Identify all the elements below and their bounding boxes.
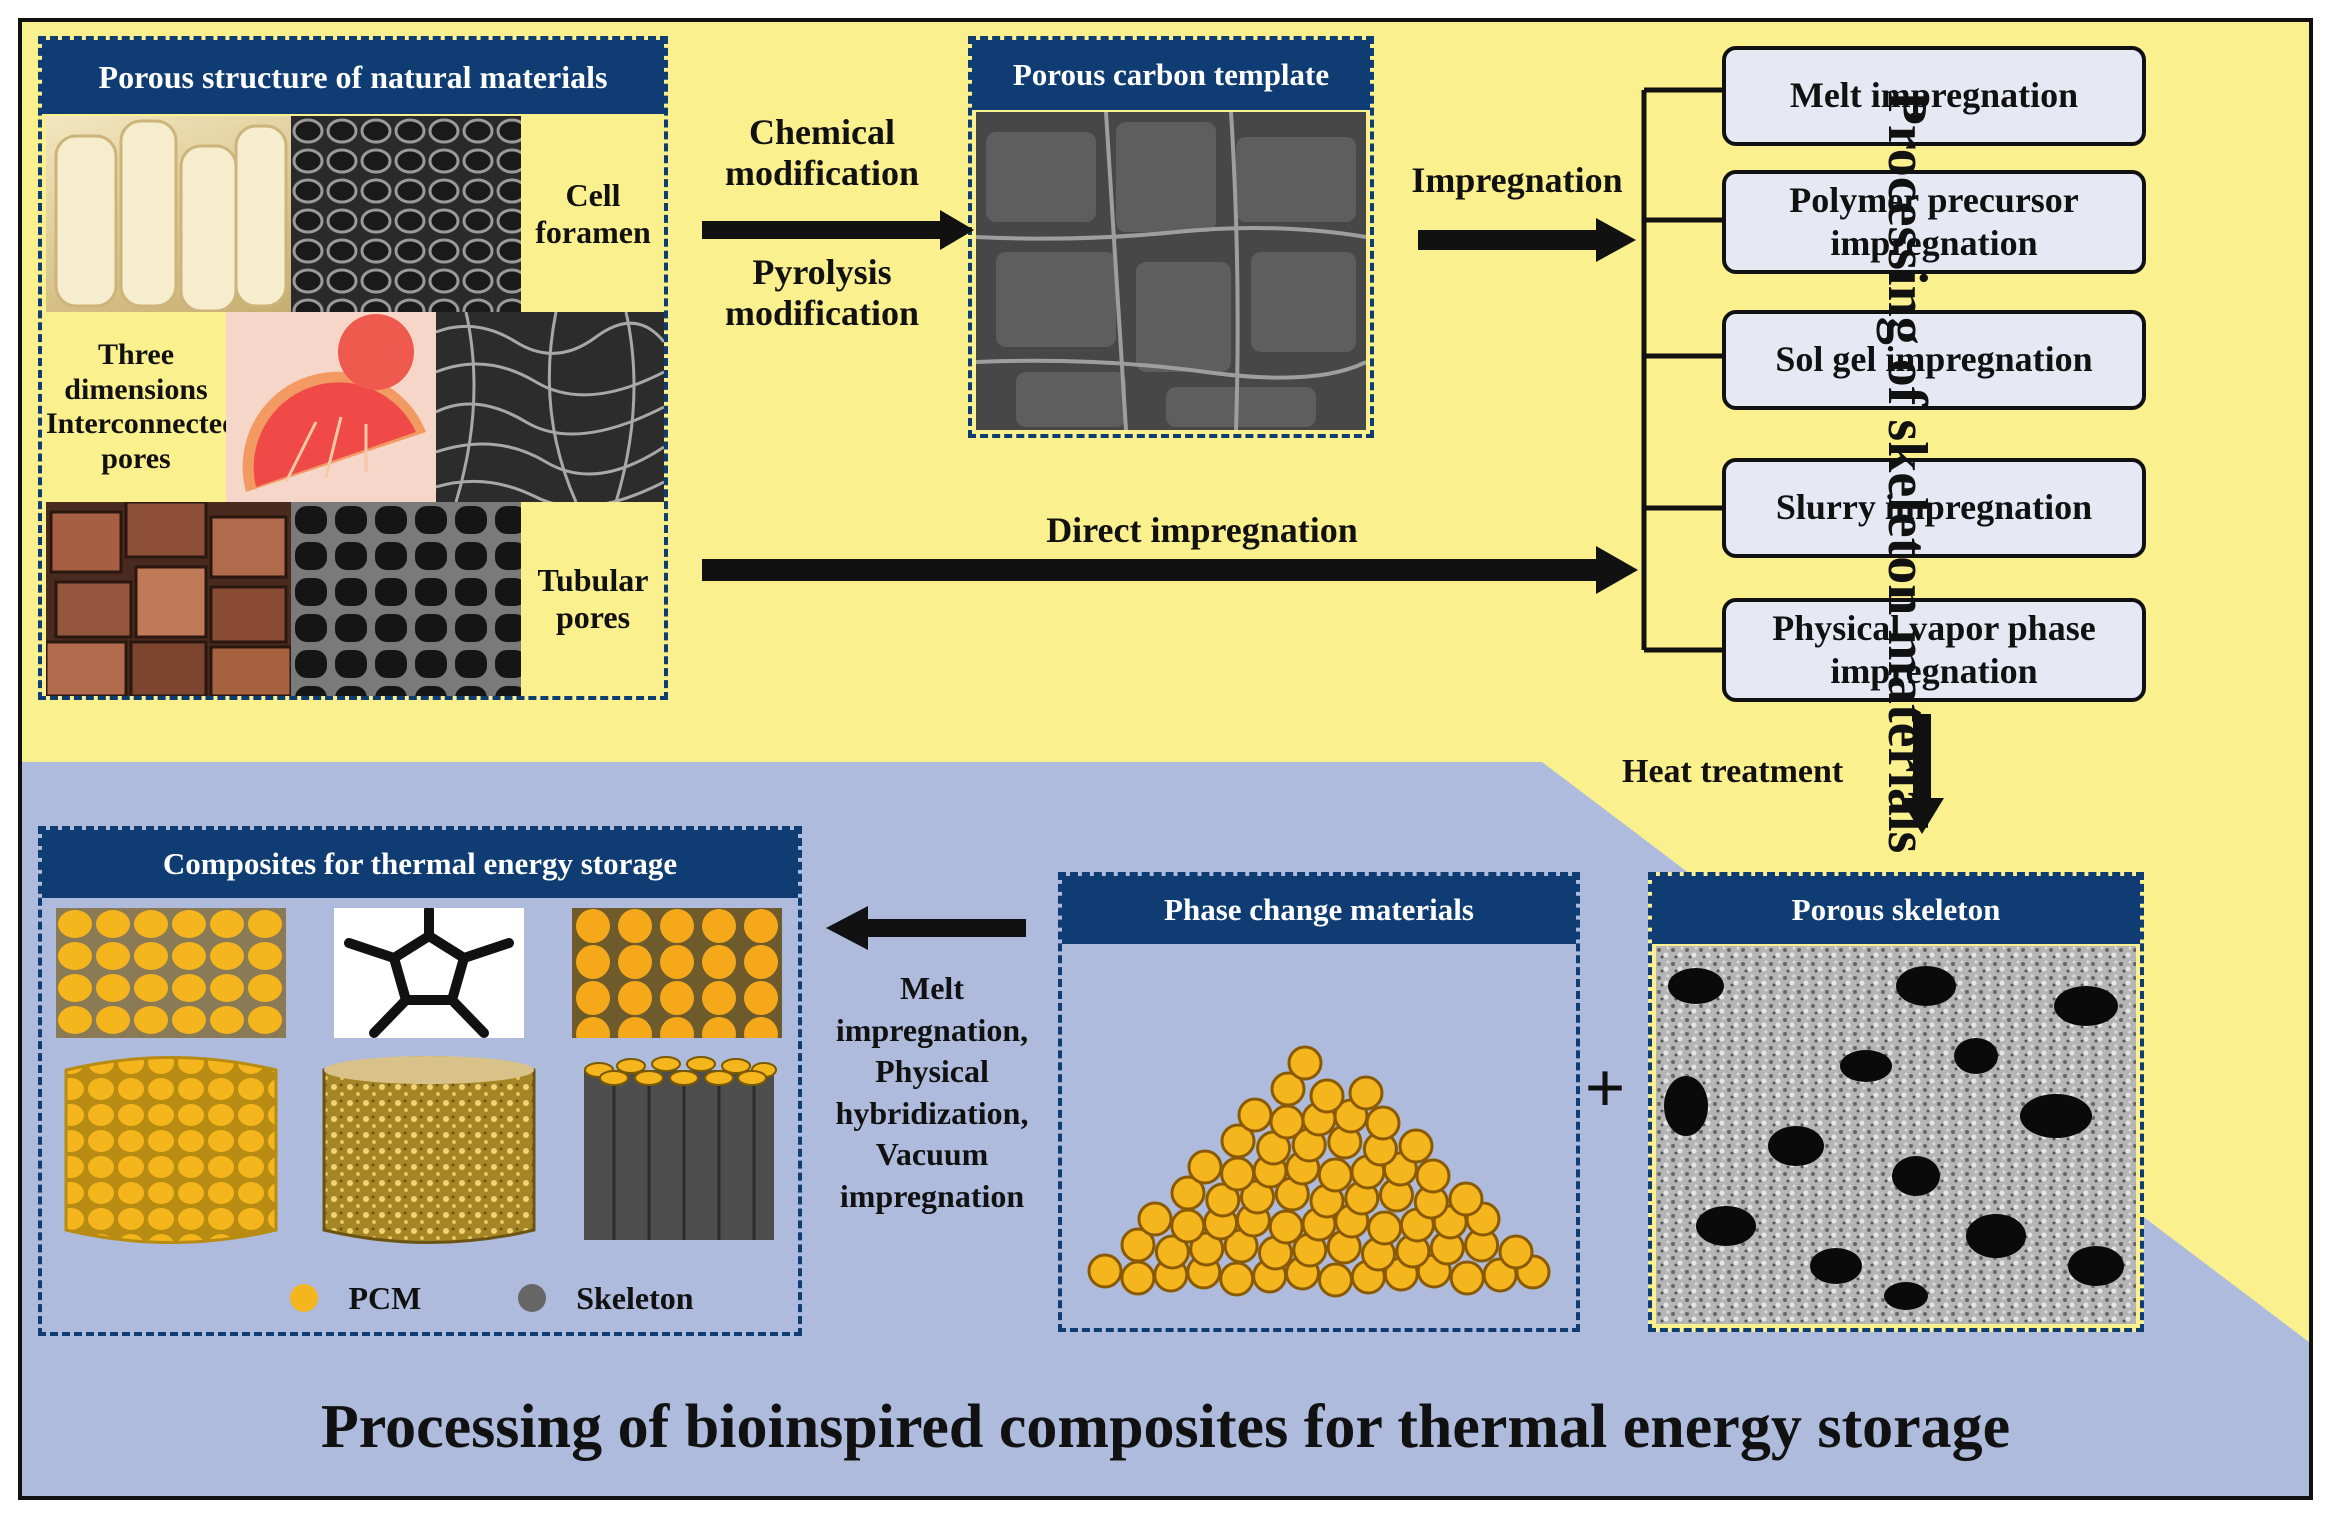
natural-materials-title: Porous structure of natural materials xyxy=(42,40,664,114)
pcm-sphere xyxy=(1269,1104,1305,1140)
modification-arrowhead xyxy=(940,210,974,250)
direct-impregnation-arrowhead xyxy=(1596,546,1638,594)
composite-cylinder-3 xyxy=(584,1056,777,1240)
interconnected-sem xyxy=(436,312,664,502)
pcm-sphere xyxy=(1415,1158,1451,1194)
pcm-sphere xyxy=(1170,1208,1206,1244)
melt-methods-label: Melt impregnation, Physical hybridizatio… xyxy=(835,970,1029,1214)
pcm-sphere xyxy=(1367,1210,1403,1246)
pcm-title: Phase change materials xyxy=(1062,876,1576,944)
impregnation-label: Impregnation xyxy=(1411,160,1623,200)
figure-frame: Porous structure of natural materials xyxy=(18,18,2313,1500)
pcm-sphere xyxy=(1448,1181,1484,1217)
legend-item-skeleton: Skeleton xyxy=(518,1280,694,1317)
wood-blocks-photo xyxy=(46,502,291,696)
methods-bracket xyxy=(1641,87,1728,653)
composites-title: Composites for thermal energy storage xyxy=(42,830,798,898)
carbon-template-sem xyxy=(976,112,1366,430)
composite-cylinder-1 xyxy=(64,1056,278,1244)
heat-treatment-label: Heat treatment xyxy=(1622,753,1844,790)
sugarcane-photo xyxy=(46,116,291,312)
pcm-sphere xyxy=(1237,1097,1273,1133)
pcm-sphere xyxy=(1187,1149,1223,1185)
porous-skeleton-panel: Porous skeleton xyxy=(1648,872,2144,1332)
melt-impregnation-arrowhead xyxy=(826,906,868,950)
skeleton-legend-dot-icon xyxy=(518,1283,547,1312)
legend-item-pcm: PCM xyxy=(290,1280,421,1317)
pcm-sphere xyxy=(1120,1260,1156,1296)
pcm-legend-dot-icon xyxy=(290,1283,319,1312)
pcm-sphere xyxy=(1170,1175,1206,1211)
pcm-sphere xyxy=(1498,1234,1534,1270)
pcm-sphere xyxy=(1398,1128,1434,1164)
pcm-sphere xyxy=(1087,1253,1123,1289)
three-dimensions-label: Three dimensions Interconnected pores xyxy=(46,338,239,475)
pcm-sphere xyxy=(1270,1071,1306,1107)
pcm-sphere xyxy=(1220,1156,1256,1192)
pcm-sphere xyxy=(1318,1262,1353,1298)
pcm-pile xyxy=(1087,1045,1551,1298)
side-title: Processing of skeleton materials xyxy=(1876,90,1939,854)
porous-skeleton-sem xyxy=(1656,946,2136,1324)
pcm-sphere xyxy=(1317,1157,1353,1193)
pyrolysis-modification-label: Pyrolysis modification xyxy=(725,252,919,334)
impregnation-arrowhead xyxy=(1596,218,1636,262)
pcm-foam-texture-2 xyxy=(572,908,782,1038)
porous-skeleton-title: Porous skeleton xyxy=(1652,876,2140,944)
carbon-template-panel: Porous carbon template xyxy=(968,36,1374,438)
carbon-template-title: Porous carbon template xyxy=(972,40,1370,110)
pcm-sphere xyxy=(1287,1045,1323,1081)
plus-sign: + xyxy=(1584,1048,1626,1128)
method-polymer-precursor: Polymer precursor impregnation xyxy=(1722,170,2146,274)
tubular-pores-sem xyxy=(291,502,521,696)
direct-impregnation-label: Direct impregnation xyxy=(1046,510,1358,550)
pcm-sphere xyxy=(1449,1260,1485,1296)
composite-cylinder-2 xyxy=(322,1056,536,1244)
cell-foramen-sem xyxy=(291,116,521,312)
method-melt: Melt impregnation xyxy=(1722,46,2146,146)
grapefruit-photo xyxy=(226,312,436,502)
pcm-sphere xyxy=(1348,1075,1384,1111)
chemical-modification-label: Chemical modification xyxy=(725,112,919,194)
natural-materials-panel: Porous structure of natural materials xyxy=(38,36,668,700)
skeleton-structure-sketch xyxy=(334,908,524,1038)
method-slurry: Slurry impregnation xyxy=(1722,458,2146,558)
pcm-sphere xyxy=(1154,1234,1190,1270)
composites-panel: Composites for thermal energy storage xyxy=(38,826,802,1336)
bottom-title: Processing of bioinspired composites for… xyxy=(320,1393,2011,1461)
pcm-sphere xyxy=(1268,1209,1304,1245)
pcm-foam-texture-1 xyxy=(56,908,286,1038)
cell-foramen-label: Cell foramen xyxy=(535,177,651,250)
pcm-sphere xyxy=(1120,1227,1156,1263)
method-sol-gel: Sol gel impregnation xyxy=(1722,310,2146,410)
pcm-sphere xyxy=(1205,1182,1241,1218)
tubular-pores-label: Tubular pores xyxy=(537,562,649,635)
pcm-sphere xyxy=(1220,1123,1256,1159)
heat-treatment-arrowhead xyxy=(1900,798,1944,834)
connector-arrows xyxy=(702,87,1944,950)
pcm-sphere xyxy=(1365,1105,1401,1141)
composites-legend: PCM Skeleton xyxy=(242,1276,742,1320)
pcm-panel: Phase change materials xyxy=(1058,872,1580,1332)
pcm-sphere xyxy=(1309,1078,1345,1114)
method-physical-vapor: Physical vapor phase impregnation xyxy=(1722,598,2146,702)
pcm-sphere xyxy=(1137,1201,1173,1237)
pcm-sphere xyxy=(1219,1261,1255,1297)
